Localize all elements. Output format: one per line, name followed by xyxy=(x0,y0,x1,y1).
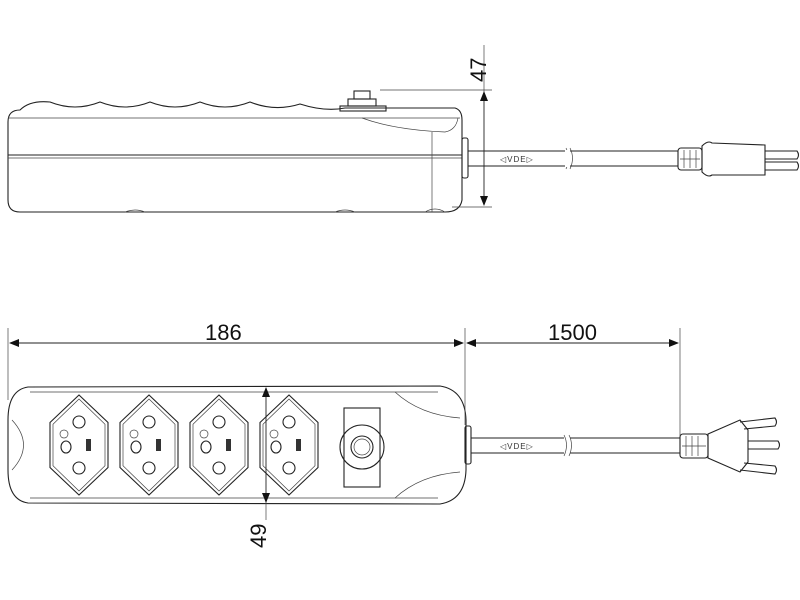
side-cord-strain-relief xyxy=(461,137,469,179)
socket-hole xyxy=(282,461,296,475)
side-view: ◁VDE▷ 47 xyxy=(7,45,800,213)
socket-hole xyxy=(72,415,86,429)
top-cord-marking: ◁VDE▷ xyxy=(500,442,534,451)
top-view: ◁VDE▷ 186 1500 49 xyxy=(7,320,781,548)
socket xyxy=(49,394,109,496)
cord-length-dimension: 1500 xyxy=(466,320,681,436)
socket-hole xyxy=(72,461,86,475)
socket-hole xyxy=(142,461,156,475)
socket-hole xyxy=(212,415,226,429)
top-body xyxy=(7,385,467,505)
switch xyxy=(339,407,385,488)
socket-outline xyxy=(49,394,109,496)
side-plug xyxy=(677,141,800,177)
earth-symbol-icon xyxy=(59,429,69,439)
length-dimension: 186 xyxy=(7,320,466,425)
socket-hole xyxy=(212,461,226,475)
socket-outline xyxy=(189,394,249,496)
socket-hole xyxy=(200,440,212,454)
socket-hole xyxy=(142,415,156,429)
socket xyxy=(119,394,179,496)
height-dimension: 47 xyxy=(380,45,492,208)
rating-mark xyxy=(296,439,301,451)
rating-mark xyxy=(226,439,231,451)
socket xyxy=(259,394,319,496)
width-dim-label: 49 xyxy=(246,524,271,548)
earth-symbol-icon xyxy=(269,429,279,439)
side-body xyxy=(7,101,463,213)
socket-outline xyxy=(119,394,179,496)
length-dim-label: 186 xyxy=(205,320,242,345)
socket-hole xyxy=(270,440,282,454)
cord-length-dim-label: 1500 xyxy=(548,320,597,345)
rating-mark xyxy=(156,439,161,451)
top-cord: ◁VDE▷ xyxy=(471,434,680,457)
socket xyxy=(189,394,249,496)
side-knob xyxy=(339,90,387,112)
width-dimension: 49 xyxy=(246,387,271,548)
earth-symbol-icon xyxy=(129,429,139,439)
earth-symbol-icon xyxy=(199,429,209,439)
socket-hole xyxy=(282,415,296,429)
side-cord: ◁VDE▷ xyxy=(468,147,678,170)
socket-hole xyxy=(130,440,142,454)
rating-mark xyxy=(86,439,91,451)
socket-hole xyxy=(60,440,72,454)
side-cord-marking: ◁VDE▷ xyxy=(500,155,534,164)
height-dim-label: 47 xyxy=(466,58,491,82)
top-plug xyxy=(679,417,781,475)
top-cord-strain-relief xyxy=(464,425,472,465)
socket-outline xyxy=(259,394,319,496)
